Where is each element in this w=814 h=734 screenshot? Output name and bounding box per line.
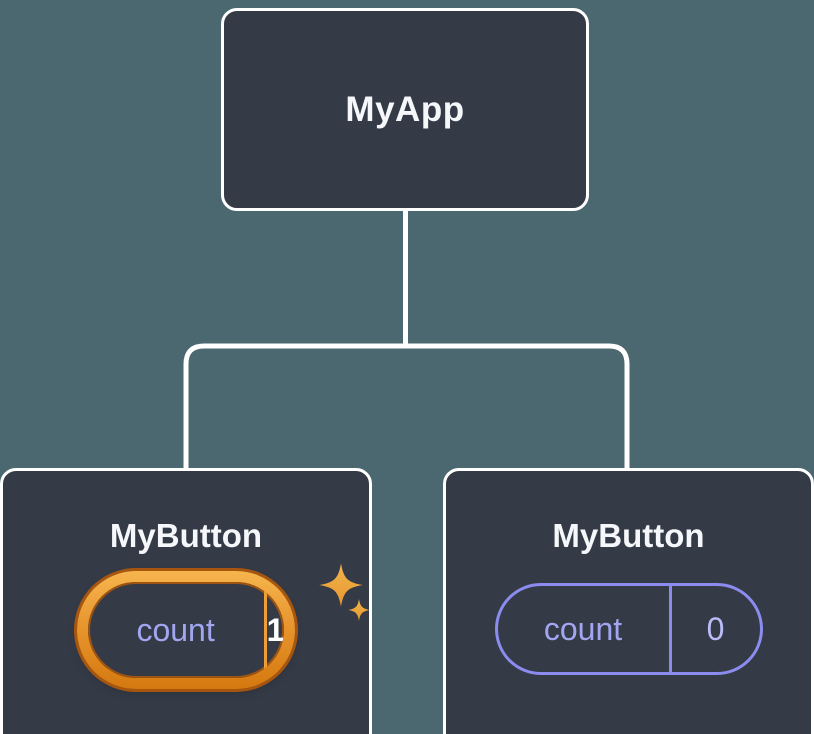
button-node-right: MyButton count 0: [443, 468, 814, 734]
count-value: 1: [266, 611, 285, 648]
count-value-cell: 0: [672, 586, 760, 672]
count-label-cell: count: [88, 582, 264, 678]
count-label: count: [543, 610, 623, 647]
app-node-label: MyApp: [345, 89, 465, 129]
sparkle-icon-large: [319, 563, 363, 607]
pill-divider: [668, 586, 672, 672]
count-label: count: [136, 611, 215, 648]
button-node-label: MyButton: [552, 517, 705, 554]
count-pill-inner: count 1: [87, 582, 285, 678]
count-pill-highlighted: count 1: [76, 571, 296, 689]
sparkle-icon-small: [348, 599, 370, 621]
app-node: MyApp: [221, 8, 589, 211]
count-label-cell: count: [498, 586, 669, 672]
count-value: 0: [706, 610, 725, 647]
count-pill-plain: count 0: [494, 583, 763, 675]
button-node-left: MyButton count 1: [0, 468, 372, 734]
count-value-cell: 1: [267, 582, 285, 678]
button-node-label: MyButton: [109, 517, 263, 554]
pill-divider: [263, 582, 267, 678]
